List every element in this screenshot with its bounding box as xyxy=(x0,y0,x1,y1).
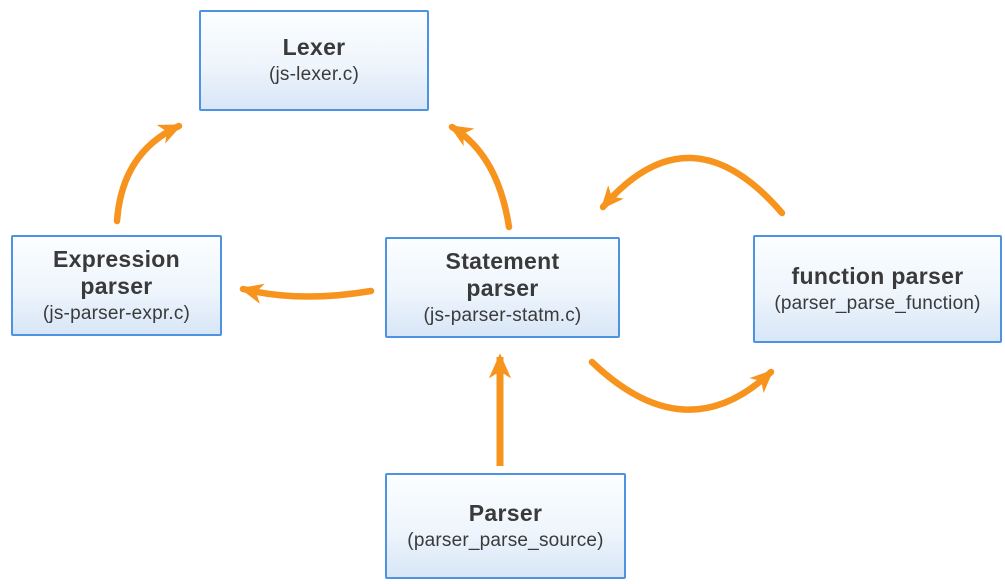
node-lexer-title: Lexer xyxy=(282,34,346,61)
node-statement-parser-title: Statement parser xyxy=(445,247,560,301)
node-parser-subtitle: (parser_parse_source) xyxy=(407,529,604,551)
node-lexer-subtitle: (js-lexer.c) xyxy=(268,64,359,86)
node-parser-title: Parser xyxy=(468,499,543,526)
node-expression-parser-subtitle: (js-parser-expr.c) xyxy=(42,302,191,324)
node-parser: Parser (parser_parse_source) xyxy=(385,473,626,579)
arrow-statement-parser-to-function-parser xyxy=(588,358,775,413)
node-expression-parser-title: Expression parser xyxy=(53,245,180,299)
arrow-function-parser-to-statement-parser xyxy=(599,154,786,217)
node-lexer: Lexer (js-lexer.c) xyxy=(199,10,429,111)
node-expression-parser: Expression parser (js-parser-expr.c) xyxy=(11,235,222,336)
arrow-statement-parser-to-lexer xyxy=(448,123,513,231)
node-function-parser-subtitle: (parser_parse_function) xyxy=(774,292,981,314)
arrow-statement-parser-to-expression-parser xyxy=(239,283,375,304)
node-function-parser: function parser (parser_parse_function) xyxy=(753,235,1002,343)
node-statement-parser: Statement parser (js-parser-statm.c) xyxy=(385,237,620,338)
arrow-expression-parser-to-lexer xyxy=(113,122,183,225)
node-statement-parser-subtitle: (js-parser-statm.c) xyxy=(423,304,582,326)
node-function-parser-title: function parser xyxy=(791,262,964,289)
